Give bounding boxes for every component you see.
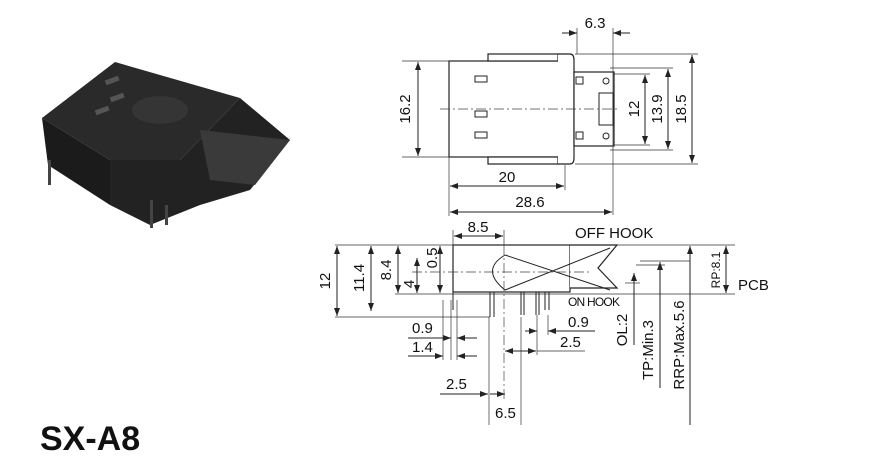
dim-18.5: 18.5 [673, 94, 690, 123]
product-photo [42, 62, 290, 228]
rrp-label: RRP:Max.5.6 [671, 300, 688, 389]
dim-20: 20 [499, 169, 516, 186]
dim-6.5: 6.5 [495, 405, 516, 422]
dim-13.9: 13.9 [649, 94, 666, 123]
on-hook-label: ON HOOK [568, 295, 620, 309]
dim-8.4: 8.4 [378, 260, 395, 281]
pcb-label: PCB [738, 277, 769, 294]
dim-0.9-right: 0.9 [568, 314, 589, 331]
dim-8.5: 8.5 [468, 219, 489, 236]
dim-28.6: 28.6 [515, 194, 544, 211]
dim-4: 4 [401, 280, 418, 288]
dim-12: 12 [626, 101, 643, 118]
dim-0.5: 0.5 [424, 248, 441, 269]
dim-0.9-left: 0.9 [412, 320, 433, 337]
dim-6.3: 6.3 [585, 15, 606, 32]
tp-label: TP:Min.3 [640, 320, 657, 380]
top-view: 16.2 6.3 12 13.9 18.5 20 28.6 [397, 15, 698, 216]
ol-label: OL:2 [614, 314, 631, 347]
side-view: 12 11.4 8.4 4 0.5 8.5 OFF HOOK ON HOOK 0… [317, 219, 769, 425]
rp-label: RP:8.1 [709, 251, 723, 288]
dim-16.2: 16.2 [397, 94, 414, 123]
dim-11.4: 11.4 [351, 264, 368, 292]
dim-2.5-right: 2.5 [560, 334, 581, 351]
off-hook-label: OFF HOOK [575, 225, 653, 242]
dim-2.5-bottom: 2.5 [446, 376, 467, 393]
dim-12-side: 12 [317, 273, 334, 290]
model-name: SX-A8 [40, 420, 140, 458]
dim-1.4: 1.4 [412, 339, 433, 356]
